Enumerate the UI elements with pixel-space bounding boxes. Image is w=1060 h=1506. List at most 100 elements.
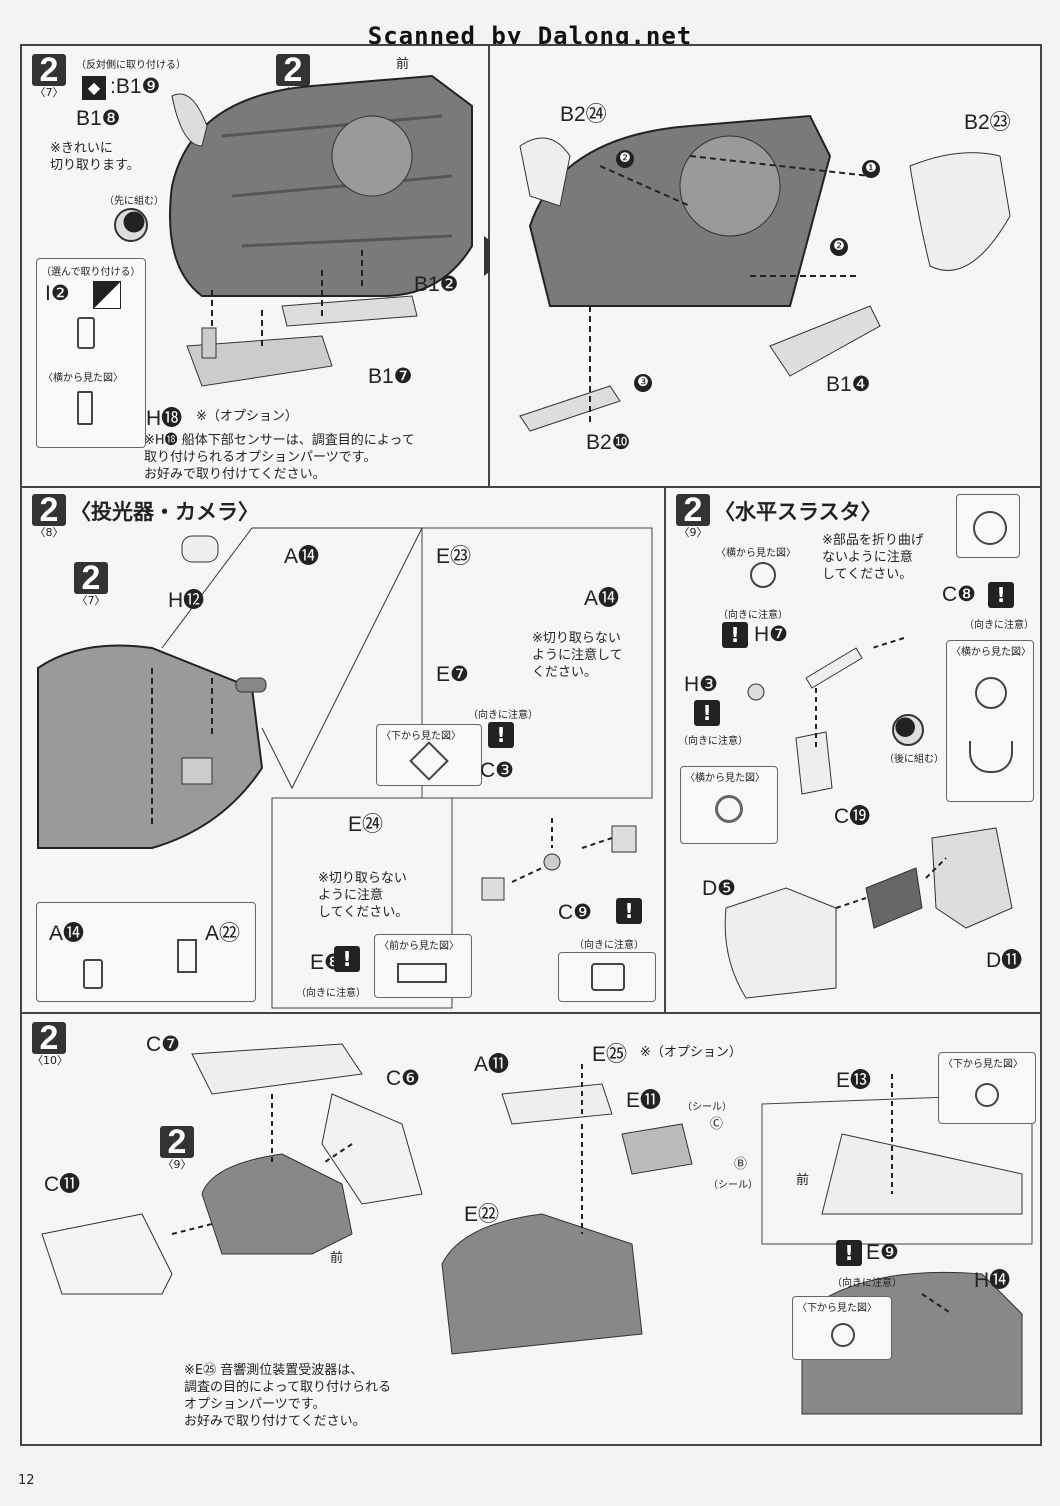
- step-badge: 2〈10〉: [32, 1019, 68, 1067]
- panel-step-2-10: 2〈10〉 C❼ C❻ C⓫ 2〈9〉 前 A⓫ E㉕ ※（オプション） E⓫ …: [20, 1014, 1042, 1446]
- label-h14: H⓮: [974, 1269, 1011, 1292]
- bottom-view-label-2: 〈下から見た図〉: [797, 1303, 877, 1314]
- seal-b-label: Ⓑ: [734, 1157, 748, 1172]
- front-label-2: 前: [796, 1173, 810, 1188]
- label-d5: D❺: [702, 877, 736, 900]
- label-c9: C❾: [558, 901, 592, 924]
- careful-dir-1: （向きに注意）: [468, 710, 538, 721]
- no-cut-note-2: ※切り取らない ように注意 してください。: [318, 871, 409, 920]
- warning-icon: !: [488, 722, 514, 748]
- page-number: 12: [18, 1473, 35, 1488]
- part-e13-bottom-sketch: [975, 1083, 999, 1107]
- seq-1: ❶: [862, 160, 880, 178]
- label-a14-right: A⓮: [584, 587, 620, 610]
- careful-dir: （向きに注意）: [832, 1278, 902, 1289]
- label-b12: B1❷: [414, 273, 459, 296]
- label-b210: B2❿: [586, 431, 631, 454]
- seal-label-1: （シール）: [682, 1102, 732, 1113]
- mount-side-sketch: [969, 741, 1013, 773]
- ref-badge: 2〈7〉: [74, 561, 108, 607]
- label-e13: E⓭: [836, 1069, 872, 1092]
- label-c19: C⓳: [834, 805, 871, 828]
- label-e23: E㉓: [436, 545, 472, 568]
- step-badge: 2〈8〉: [32, 493, 66, 539]
- panel-step-2-9: 2〈9〉 〈水平スラスタ〉 〈横から見た図〉 ※部品を折り曲げ ないように注意 …: [666, 488, 1042, 1014]
- warning-icon: !: [988, 582, 1014, 608]
- label-b224: B2㉔: [560, 103, 607, 126]
- part-e9-bottom-sketch: [831, 1323, 855, 1347]
- label-a11: A⓫: [474, 1053, 510, 1076]
- careful-dir-2: （向きに注意）: [718, 610, 788, 621]
- label-c6: C❻: [386, 1067, 420, 1090]
- label-e9: E❾: [866, 1241, 899, 1264]
- label-h18: H⓲: [146, 407, 183, 430]
- label-c3: C❸: [480, 759, 514, 782]
- pre-assemble-icon: [114, 208, 148, 242]
- part-i2-sketch: [77, 317, 95, 349]
- section-title: 〈投光器・カメラ〉: [70, 500, 259, 524]
- c9-view-box: [558, 952, 656, 1002]
- front-view-box: 〈前から見た図〉: [374, 934, 472, 998]
- ref-badge: 2〈9〉: [160, 1125, 194, 1171]
- hull-diagram: [169, 74, 473, 387]
- option-note: ※（オプション）: [196, 409, 298, 424]
- side-view-box-2: 〈横から見た図〉: [946, 640, 1034, 802]
- careful-dir-2: （向きに注意）: [296, 988, 366, 999]
- warning-icon: !: [616, 898, 642, 924]
- label-h12: H⓬: [168, 589, 205, 612]
- label-c11: C⓫: [44, 1173, 81, 1196]
- mirror-icon: ◆: [82, 76, 106, 100]
- seq-2a: ❷: [616, 150, 634, 168]
- seal-icon: [93, 281, 121, 309]
- careful-dir-3: （向きに注意）: [574, 940, 644, 951]
- side-view-sketch: [750, 562, 776, 588]
- option-note: ※（オプション）: [640, 1045, 742, 1060]
- bottom-view-label: 〈下から見た図〉: [381, 731, 461, 742]
- label-c7: C❼: [146, 1033, 180, 1056]
- bottom-view-label-1: 〈下から見た図〉: [943, 1059, 1023, 1070]
- clean-cut-note: ※きれいに 切り取ります。: [50, 141, 140, 173]
- choose-attach-label: （選んで取り付ける）: [41, 267, 141, 278]
- step-badge: 2〈9〉: [676, 493, 710, 539]
- no-bend-note: ※部品を折り曲げ ないように注意 してください。: [822, 533, 924, 582]
- warning-icon: !: [694, 700, 720, 726]
- warning-icon: !: [722, 622, 748, 648]
- label-h7: H❼: [754, 623, 788, 646]
- post-assemble-note: （後に組む）: [884, 754, 944, 765]
- sonar-assembly-diagram: [41, 1043, 1033, 1415]
- panel-step-2-7: 2〈7〉 （反対側に取り付ける） :B1❾ ◆ B1❽ ※きれいに 切り取ります…: [20, 44, 490, 488]
- label-h3: H❸: [684, 673, 718, 696]
- label-b17: B1❼: [368, 365, 413, 388]
- choose-attach-box: （選んで取り付ける） I❷ 〈横から見た図〉: [36, 258, 146, 448]
- warning-icon: !: [334, 946, 360, 972]
- label-d11: D⓫: [986, 949, 1023, 972]
- side-view-label-2: 〈横から見た図〉: [685, 773, 765, 784]
- side-view-box: 〈横から見た図〉: [680, 766, 778, 844]
- hull-assembly-diagram: [519, 114, 1011, 432]
- bottom-view-box-1: 〈下から見た図〉: [938, 1052, 1036, 1124]
- side-view-label-3: 〈横から見た図〉: [951, 647, 1031, 658]
- detail-box-a14-a22: A⓮ A㉒: [36, 902, 256, 1002]
- label-i2: I❷: [45, 282, 70, 305]
- part-c3-bottom-sketch: [409, 741, 449, 781]
- pre-assemble-note: （先に組む）: [104, 196, 164, 207]
- careful-dir-3: （向きに注意）: [678, 736, 748, 747]
- part-c9-sketch: [591, 963, 625, 991]
- label-b18: B1❽: [76, 107, 121, 130]
- front-label-1: 前: [330, 1251, 344, 1266]
- label-a22: A㉒: [205, 922, 241, 945]
- front-label: 前: [396, 57, 410, 72]
- label-b14: B1❹: [826, 373, 871, 396]
- label-a14-top: A⓮: [284, 545, 320, 568]
- seal-label-2: （シール）: [708, 1180, 758, 1191]
- seq-3: ❸: [634, 374, 652, 392]
- propeller-icon-box: [956, 494, 1020, 558]
- section-title: 〈水平スラスタ〉: [714, 500, 882, 524]
- label-e11: E⓫: [626, 1089, 662, 1112]
- seq-2b: ❷: [830, 238, 848, 256]
- e25-note: ※E㉕ 音響測位装置受波器は、 調査の目的によって取り付けられる オプションパー…: [184, 1363, 391, 1429]
- part-a22-sketch: [177, 939, 197, 973]
- thruster-diagram: [724, 637, 1013, 999]
- side-view-label-1: 〈横から見た図〉: [716, 548, 796, 559]
- label-b19: :B1❾: [110, 75, 161, 98]
